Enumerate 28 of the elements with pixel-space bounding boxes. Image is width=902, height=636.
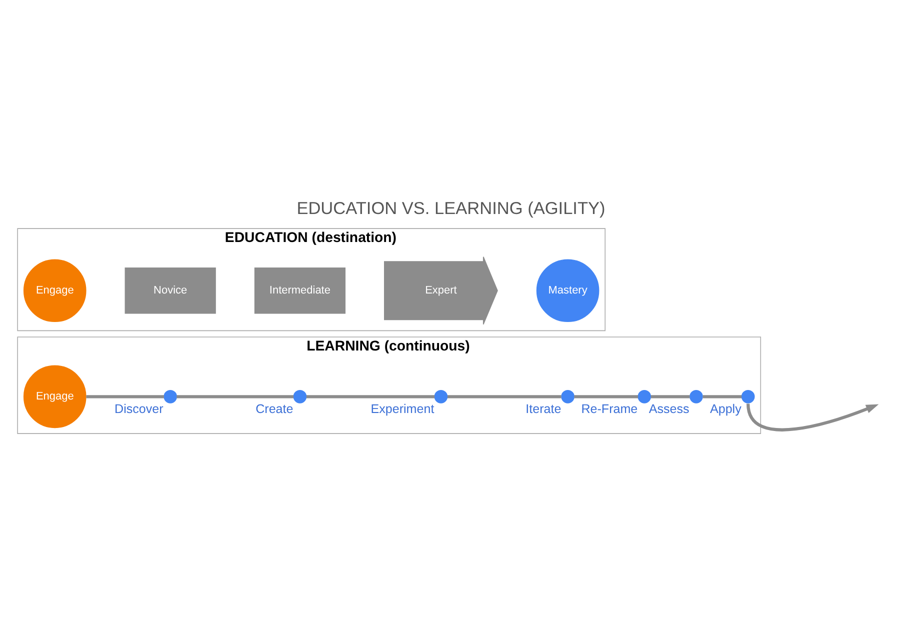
node-label: Create [256, 401, 294, 416]
arrow [746, 402, 879, 431]
node-box: Intermediate [254, 266, 346, 314]
node-label: Apply [710, 401, 742, 416]
node-circle [690, 389, 703, 403]
node-circle: Engage [23, 364, 86, 428]
node-circle [434, 389, 448, 403]
connector [702, 394, 742, 398]
connector [306, 394, 435, 398]
node-label: Discover [114, 401, 164, 416]
connector [574, 394, 638, 398]
node-circle [638, 389, 652, 403]
node-circle [293, 389, 307, 403]
node-circle: Mastery [536, 258, 600, 322]
connector [86, 394, 164, 398]
connector [176, 394, 294, 398]
node-circle: Engage [23, 258, 86, 322]
node-circle [561, 389, 574, 403]
diagram-title: EDUCATION VS. LEARNING (AGILITY) [296, 198, 606, 218]
node-circle [164, 389, 178, 403]
node-label: Experiment [370, 401, 434, 416]
connector [447, 394, 562, 398]
node-circle [741, 389, 755, 403]
connector [650, 394, 690, 398]
node-label: Iterate [526, 401, 562, 416]
node-box: Novice [124, 266, 216, 314]
node-label: Re-Frame [581, 401, 638, 416]
node-label: Assess [648, 401, 690, 416]
